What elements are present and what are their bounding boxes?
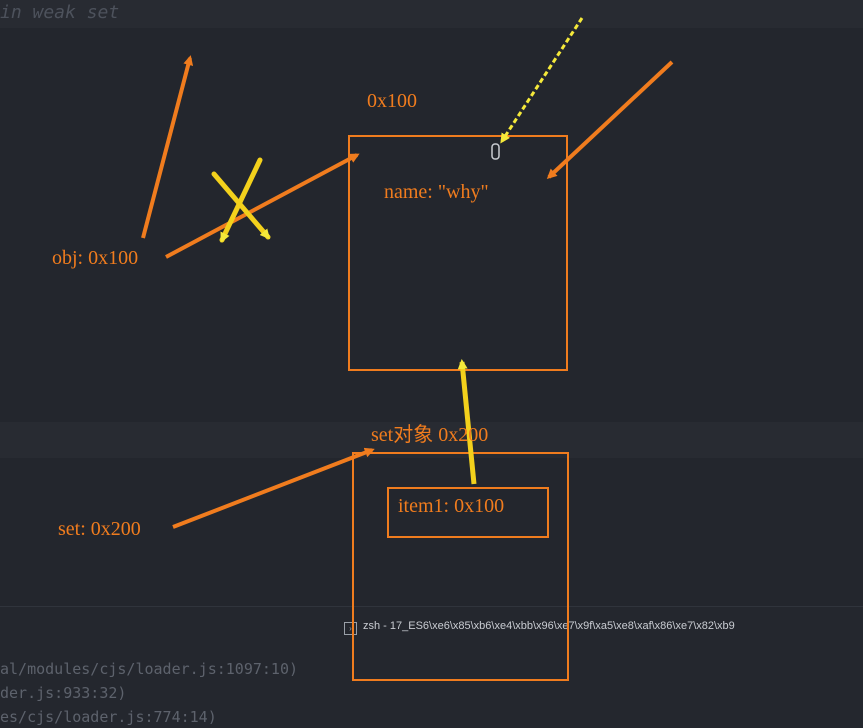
object-box-0x100 [348, 135, 568, 371]
terminal-panel [0, 606, 863, 728]
obj-variable-label: obj: 0x100 [52, 247, 139, 269]
dashed-pointer-arrow [500, 17, 584, 144]
obj-reference-arrow [165, 153, 360, 259]
terminal-tab-title[interactable]: › zsh - 17_ES6\xe6\x85\xb6\xe4\xbb\x96\xe… [344, 620, 735, 635]
terminal-line: es/cjs/loader.js:774:14) [0, 708, 217, 726]
code-comment-text: in weak set [0, 2, 120, 23]
set-item-box [387, 487, 549, 538]
set-object-box [352, 452, 569, 681]
object-address-label: 0x100 [367, 90, 417, 112]
set-variable-label: set: 0x200 [58, 518, 141, 540]
set-reference-arrow [172, 447, 375, 529]
stray-arrow-up [141, 55, 194, 239]
cross-stroke-2 [219, 157, 263, 243]
terminal-tab-label: zsh - 17_ES6\xe6\x85\xb6\xe4\xbb\x96\xe7… [363, 620, 735, 632]
set-item-label: item1: 0x100 [398, 495, 505, 517]
weak-reference-arrow [457, 359, 477, 485]
set-object-title: set对象 0x200 [371, 424, 489, 446]
object-property-label: name: "why" [384, 181, 489, 203]
terminal-line: al/modules/cjs/loader.js:1097:10) [0, 660, 299, 678]
cursor-icon [491, 143, 500, 160]
incoming-arrow-top-right [546, 60, 674, 180]
terminal-icon: › [344, 622, 357, 635]
editor-band-top [0, 0, 863, 28]
terminal-line: der.js:933:32) [0, 684, 127, 702]
